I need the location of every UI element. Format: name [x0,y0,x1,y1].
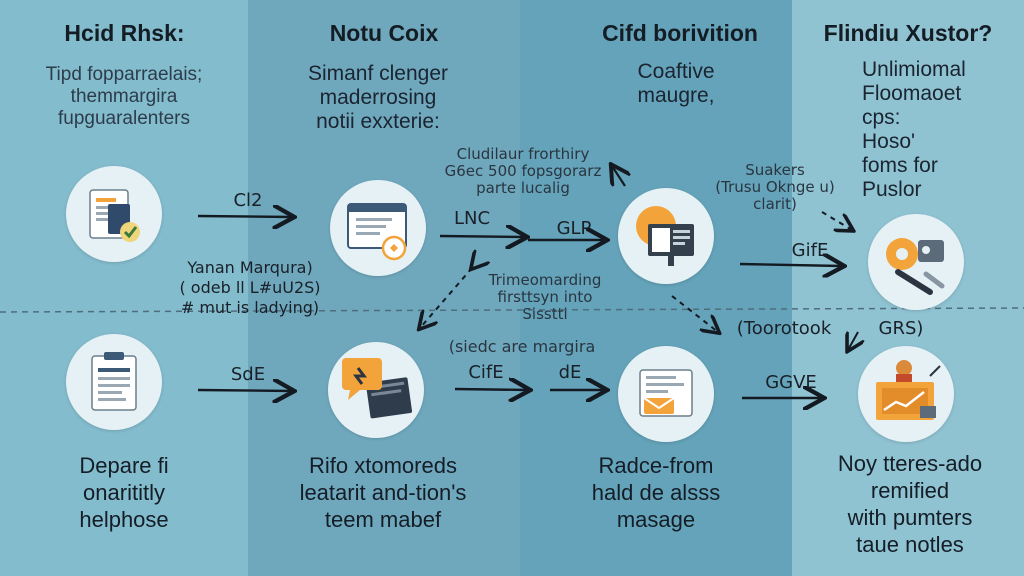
column-footer-1: Depare fi onarititly helphose [79,453,169,532]
arrow-label-top-2: LNC [453,208,491,229]
arrow-dotted-up [612,166,625,186]
arrow-diagonal-right [671,295,718,332]
arrow-diagonal-center [420,268,472,328]
chart-board-icon [858,346,954,442]
arrow-bottom-1 [197,390,292,391]
column-subtitle-4: Unlimiomal Floomaoet cps: Hoso' foms for… [862,58,966,201]
browser-window-icon [330,180,426,276]
arrow-label-bottom-1: SdE [230,364,266,385]
note-upper-right: Suakers (Trusu Oknge u) clarit) [715,161,835,213]
column-header-1: Hcid Rhsk: [64,20,185,46]
arrow-top-2 [439,236,525,237]
column-header-4: Flindiu Xustor? [823,20,993,46]
column-footer-4: Noy tteres-ado remified with pumters tau… [837,451,983,557]
column-header-3: Cifd borivition [602,20,758,46]
arrow-label-bottom-4: GGVE [765,372,817,393]
arrow-top-4 [739,264,842,266]
note-upper-mid: Cludilaur frorthiry G6ec 500 fopsgorarz … [444,145,602,197]
clipboard-report-icon [66,334,162,430]
arrow-top-1 [197,216,292,217]
document-checklist-icon [66,166,162,262]
arrow-label-top-3: GLP [556,218,592,239]
note-lower-left: Yanan Marqura) ( odeb ll L#uU2S) # mut i… [179,258,321,317]
section-divider [0,307,1024,313]
note-lower-mid: (siedc are margira [448,337,596,356]
presentation-screen-icon [618,188,714,284]
note-right-end: GRS) [878,318,924,339]
column-footer-3: Radce-from hald de alsss masage [591,453,721,532]
mail-form-icon [618,346,714,442]
column-header-2: Notu Coix [329,20,439,46]
arrow-label-bottom-2: CifE [468,362,504,383]
note-right-mid: (Toorotook [736,318,832,339]
column-subtitle-3: Coaftive maugre, [637,60,715,107]
chat-bubble-stack-icon [328,342,424,438]
arrow-label-top-4: GifE [791,240,829,261]
arrow-label-top-1: Cl2 [233,190,263,211]
arrow-dotted-right [821,211,852,230]
column-subtitle-2: Simanf clenger maderrosing notii exxteri… [307,62,449,133]
column-band-3 [520,0,792,576]
arrow-bottom-2 [454,389,528,390]
arrow-label-bottom-3: dE [558,362,582,383]
column-footer-2: Rifo xtomoreds leatarit and-tion's teem … [299,453,467,532]
arrow-right-down [848,332,858,350]
note-center-mid: Trimeomarding firsttsyn into Sisstti [488,271,602,323]
tools-gear-icon [868,214,964,310]
column-subtitle-1: Tipd fopparraelais; themmargira fupguara… [45,64,203,129]
column-band-1 [0,0,248,576]
